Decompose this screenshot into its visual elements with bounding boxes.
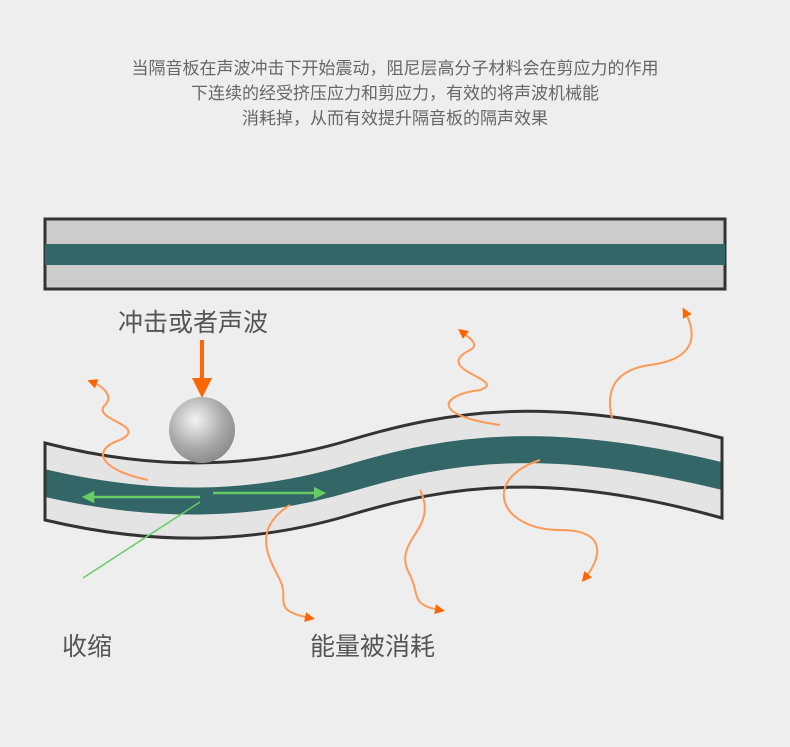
damping-layer bbox=[45, 436, 722, 515]
intro-text: 当隔音板在声波冲击下开始震动，阻尼层高分子材料会在剪应力的作用 下连续的经受挤压… bbox=[0, 57, 790, 132]
sound-wave-arrows bbox=[87, 307, 693, 622]
shrink-label: 收缩 bbox=[62, 632, 113, 661]
bent-panel bbox=[43, 409, 724, 540]
intro-line: 消耗掉，从而有效提升隔音板的隔声效果 bbox=[242, 109, 548, 129]
intro-line: 当隔音板在声波冲击下开始震动，阻尼层高分子材料会在剪应力的作用 bbox=[131, 59, 659, 79]
impact-label: 冲击或者声波 bbox=[118, 308, 269, 337]
impact-ball bbox=[169, 397, 235, 463]
flat-panel bbox=[43, 217, 727, 291]
intro-line: 下连续的经受挤压应力和剪应力，有效的将声波机械能 bbox=[191, 84, 599, 104]
compression-arrows bbox=[81, 486, 327, 579]
damping-layer bbox=[45, 244, 725, 265]
energy-label: 能量被消耗 bbox=[310, 632, 436, 661]
